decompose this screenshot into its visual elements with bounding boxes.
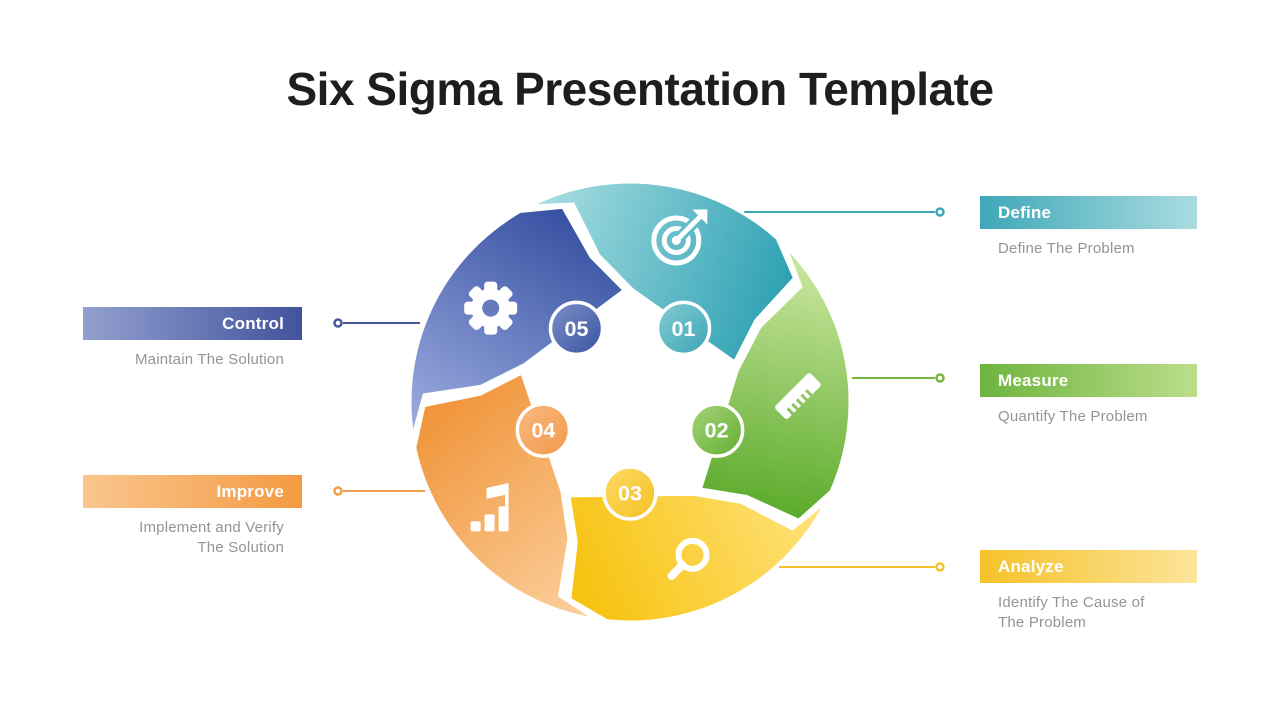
number-badge-02-text: 02 xyxy=(705,419,729,443)
target-icon xyxy=(651,209,708,266)
bar-chart-flag-icon xyxy=(470,483,509,532)
number-badges: 01 02 03 04 05 xyxy=(515,300,745,521)
segment-define xyxy=(529,180,797,365)
callout-desc-analyze-line1: Identify The Cause of xyxy=(998,594,1145,611)
connector-dot-analyze xyxy=(935,562,945,572)
callout-bar-define: Define xyxy=(980,196,1197,229)
callout-bar-improve: Improve xyxy=(83,475,302,508)
callout-label-define: Define xyxy=(998,202,1052,222)
callout-desc-improve: Implement and Verify The Solution xyxy=(83,518,284,558)
magnifier-icon xyxy=(667,537,710,580)
connector-lines xyxy=(333,207,945,572)
connector-dot-define xyxy=(935,207,945,217)
segment-control xyxy=(408,205,627,437)
number-badge-03-text: 03 xyxy=(618,482,642,506)
connector-dot-improve xyxy=(333,486,343,496)
number-badge-01-text: 01 xyxy=(672,317,696,341)
number-badge-05-text: 05 xyxy=(565,317,589,341)
callout-desc-control-line1: Maintain The Solution xyxy=(134,351,284,368)
callout-desc-improve-line1: Implement and Verify xyxy=(139,519,284,536)
callout-label-analyze: Analyze xyxy=(998,556,1064,576)
number-badge-01 xyxy=(655,300,712,357)
number-badge-03 xyxy=(602,465,658,521)
gear-icon xyxy=(464,281,518,335)
callout-label-improve: Improve xyxy=(216,481,284,501)
number-badge-04-text: 04 xyxy=(531,419,555,443)
callout-desc-analyze-line2: The Problem xyxy=(998,614,1087,631)
callout-desc-measure-line1: Quantify The Problem xyxy=(998,408,1148,425)
callout-bar-measure: Measure xyxy=(980,364,1197,397)
segment-analyze xyxy=(567,492,828,624)
number-badge-02 xyxy=(688,402,745,458)
number-badge-05 xyxy=(548,300,605,357)
segment-measure xyxy=(698,245,852,522)
ruler-icon xyxy=(775,373,821,419)
callout-bar-control: Control xyxy=(83,307,302,340)
connector-dot-measure xyxy=(935,373,945,383)
callout-desc-analyze: Identify The Cause of The Problem xyxy=(998,593,1218,633)
callout-desc-measure: Quantify The Problem xyxy=(998,407,1218,427)
callout-desc-improve-line2: The Solution xyxy=(197,539,284,556)
callout-desc-define-line1: Define The Problem xyxy=(998,240,1135,257)
callout-bar-analyze: Analyze xyxy=(980,550,1197,583)
callout-label-control: Control xyxy=(222,313,284,333)
connector-dot-control xyxy=(333,318,343,328)
callout-desc-control: Maintain The Solution xyxy=(83,350,284,370)
number-badge-04 xyxy=(515,402,572,458)
page-title: Six Sigma Presentation Template xyxy=(286,63,994,115)
callout-desc-define: Define The Problem xyxy=(998,239,1218,259)
callout-label-measure: Measure xyxy=(998,370,1069,390)
segment-icons xyxy=(464,209,821,580)
